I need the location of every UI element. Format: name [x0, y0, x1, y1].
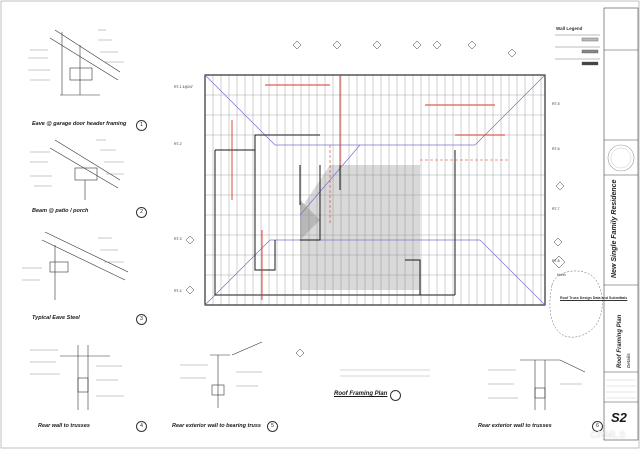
detail-5-drawing	[180, 341, 263, 408]
detail-3-number: 3	[136, 314, 147, 325]
svg-text:RT-4: RT-4	[174, 289, 182, 293]
sheet-title: Roof Framing Plan	[617, 314, 623, 368]
wall-legend	[555, 34, 600, 66]
detail-2-number: 2	[136, 207, 147, 218]
svg-text:RT-3: RT-3	[174, 237, 182, 241]
detail-2-drawing	[30, 139, 124, 200]
svg-text:RT-7: RT-7	[552, 207, 560, 211]
detail-4-caption: Rear wall to trusses	[38, 423, 90, 429]
detail-3-caption: Typical Eave Steel	[32, 315, 80, 321]
plan-title: Roof Framing Plan	[334, 391, 388, 397]
svg-text:RT-1 4@24": RT-1 4@24"	[174, 85, 194, 89]
truss-note-title: Roof Truss Design Data and Submittals	[560, 296, 628, 300]
svg-text:RT-8: RT-8	[552, 259, 560, 263]
roof-plan: RT-1 4@24" RT-2 RT-3RT-4 RT-5RT-6 RT-7RT-…	[174, 40, 565, 377]
title-block	[603, 7, 639, 441]
watermark: CRMLS	[590, 430, 626, 441]
detail-1-number: 1	[136, 120, 147, 131]
svg-text:RT-6: RT-6	[552, 147, 560, 151]
wall-legend-title: Wall Legend	[556, 26, 583, 31]
detail-4-drawing	[30, 345, 124, 410]
detail-5-number: 5	[267, 421, 278, 432]
sheet-number: S2	[611, 410, 627, 425]
sheet-subtitle: Details	[626, 353, 631, 368]
detail-6-number: 6	[592, 421, 603, 432]
detail-5-caption: Rear exterior wall to bearing truss	[172, 423, 261, 429]
project-name: New Single Family Residence	[611, 179, 618, 278]
site-outline-shape	[549, 270, 603, 338]
detail-4-number: 4	[136, 421, 147, 432]
detail-6-caption: Rear exterior wall to trusses	[478, 423, 552, 429]
north-arrow-icon: North	[552, 255, 566, 277]
detail-3-drawing	[22, 231, 129, 300]
svg-text:RT-5: RT-5	[552, 102, 560, 106]
svg-text:RT-2: RT-2	[174, 142, 182, 146]
detail-2-caption: Beam @ patio / porch	[32, 208, 89, 214]
detail-6-drawing	[488, 359, 586, 410]
detail-1-drawing	[28, 29, 124, 96]
plan-title-marker	[390, 390, 401, 401]
detail-1-caption: Eave @ garage door header framing	[32, 121, 127, 127]
svg-text:North: North	[557, 273, 566, 277]
